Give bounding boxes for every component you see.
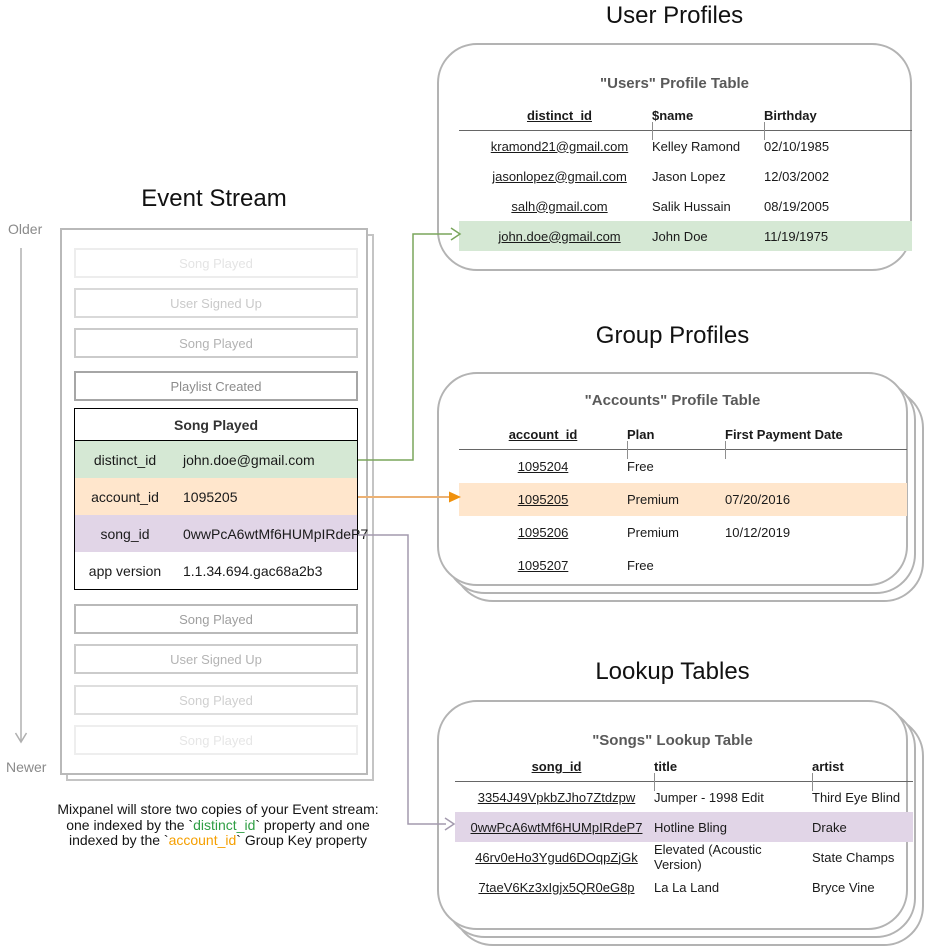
caption-line-2: one indexed by the `distinct_id` propert… — [66, 816, 370, 833]
event-stream-box: Song Played User Signed Up Song Played P… — [60, 228, 368, 775]
event-item-faded: Song Played — [74, 248, 358, 278]
lookup-tables-title: Lookup Tables — [595, 658, 750, 685]
event-card-title: Song Played — [75, 409, 357, 441]
column-divider — [654, 773, 655, 791]
songs-table: song_id title artist 3354J49VpkbZJho7Ztd… — [455, 752, 913, 902]
event-item-faded: User Signed Up — [74, 644, 358, 674]
event-item-faded: Song Played — [74, 604, 358, 634]
event-item-faded: Playlist Created — [74, 371, 358, 401]
column-divider — [652, 122, 653, 140]
songs-table-header: song_id title artist — [455, 752, 913, 782]
older-label: Older — [8, 221, 43, 237]
songs-lookup-card: "Songs" Lookup Table song_id title artis… — [437, 700, 913, 930]
event-property-distinct-id: distinct_id john.doe@gmail.com — [75, 441, 357, 478]
songs-table-title: "Songs" Lookup Table — [592, 732, 753, 749]
column-divider — [812, 773, 813, 791]
event-item-faded: Song Played — [74, 328, 358, 358]
users-table-title: "Users" Profile Table — [600, 75, 749, 92]
mixpanel-caption: Mixpanel will store two copies of your E… — [18, 801, 418, 849]
event-stream-title: Event Stream — [141, 185, 287, 212]
expanded-event-card: Song Played distinct_id john.doe@gmail.c… — [74, 408, 368, 590]
event-property-app-version: app version 1.1.34.694.gac68a2b3 — [88, 562, 323, 579]
group-profiles-title: Group Profiles — [595, 322, 750, 349]
event-item-faded: User Signed Up — [74, 288, 358, 318]
users-table: distinct_id $name Birthday kramond21@gma… — [459, 101, 912, 251]
timeline-arrow — [14, 248, 28, 744]
accounts-profile-card: "Accounts" Profile Table account_id Plan… — [437, 372, 908, 586]
caption-line-1: Mixpanel will store two copies of your E… — [57, 801, 379, 817]
event-property-account-id: account_id 1095205 — [75, 478, 357, 515]
accounts-table: account_id Plan First Payment Date 10952… — [459, 420, 907, 582]
column-divider — [725, 441, 726, 459]
caption-distinct-id: distinct_id — [193, 816, 256, 833]
users-table-header: distinct_id $name Birthday — [459, 101, 912, 131]
column-divider — [627, 441, 628, 459]
user-profiles-title: User Profiles — [605, 2, 744, 29]
event-item-faded: Song Played — [74, 685, 358, 715]
users-profile-card: "Users" Profile Table distinct_id $name … — [437, 43, 912, 271]
caption-line-3: indexed by the `account_id` Group Key pr… — [68, 832, 368, 848]
event-item-faded: Song Played — [74, 725, 358, 755]
accounts-table-title: "Accounts" Profile Table — [584, 392, 761, 409]
event-property-song-id: song_id 0wwPcA6wtMf6HUMpIRdeP7 — [75, 515, 368, 552]
column-divider — [764, 122, 765, 140]
accounts-table-header: account_id Plan First Payment Date — [459, 420, 907, 450]
newer-label: Newer — [6, 759, 47, 775]
caption-account-id: account_id — [168, 832, 237, 848]
